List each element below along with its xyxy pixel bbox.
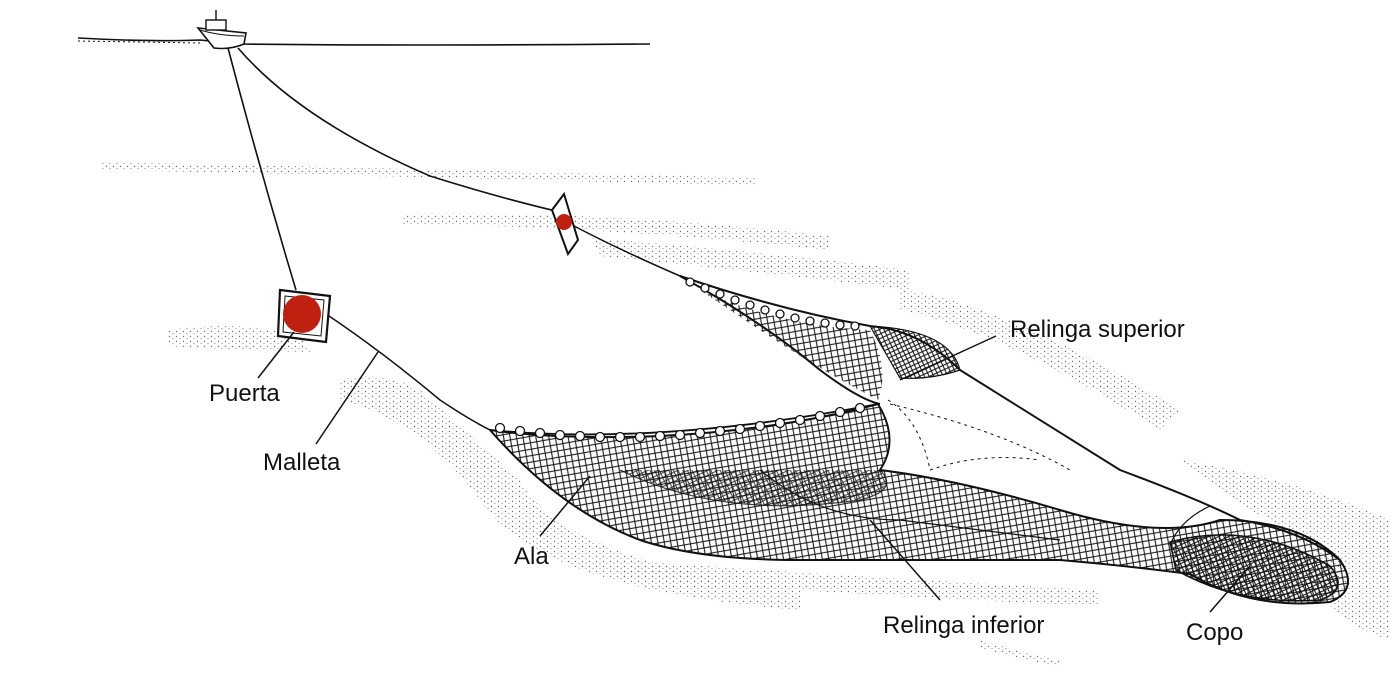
- label-puerta: Puerta: [209, 380, 280, 407]
- warp-cables: [227, 47, 561, 291]
- label-malleta: Malleta: [263, 449, 341, 476]
- sea-surface: [77, 37, 651, 46]
- otter-door-icon: [276, 288, 332, 344]
- headline-floats: [489, 277, 879, 443]
- seabed-texture: [102, 162, 1390, 666]
- label-leader-lines: [257, 331, 1251, 613]
- label-relinga-inferior: Relinga inferior: [883, 612, 1045, 639]
- net-lower-panel: [487, 402, 1349, 605]
- label-ala: Ala: [514, 543, 549, 570]
- label-relinga-superior: Relinga superior: [1010, 316, 1185, 343]
- bridles: [325, 225, 681, 431]
- net-upper-panel: [679, 275, 1341, 561]
- label-copo: Copo: [1186, 619, 1244, 646]
- otter-door-icon: [550, 191, 580, 257]
- vessel-icon: [196, 10, 247, 50]
